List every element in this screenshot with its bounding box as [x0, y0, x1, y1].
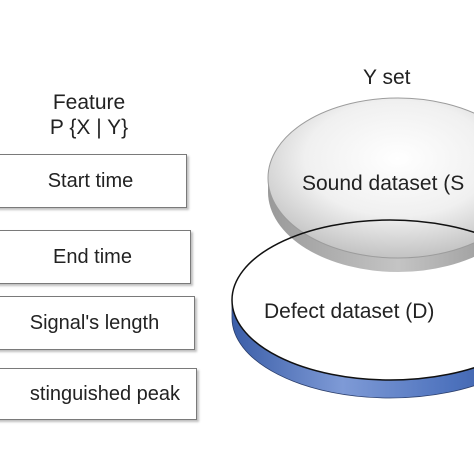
feature-box-label: Start time	[47, 170, 134, 192]
feature-box-end-time: End time	[0, 230, 191, 284]
feature-box-label: End time	[53, 246, 132, 268]
y-set-title: Y set	[363, 66, 411, 89]
feature-box-label: Signal's length	[29, 312, 160, 334]
feature-box-label: stinguished peak	[29, 383, 180, 405]
feature-subtitle: P {X | Y}	[49, 116, 129, 139]
sound-disk-top	[267, 97, 474, 259]
feature-box-start-time: Start time	[0, 154, 187, 208]
feature-box-distinguished-peak: stinguished peak	[0, 368, 197, 420]
defect-disk-top	[231, 219, 474, 381]
feature-header: Feature P {X | Y}	[14, 90, 164, 140]
feature-box-signal-length: Signal's length	[0, 296, 195, 350]
sound-dataset-label: Sound dataset (S	[302, 172, 464, 195]
defect-dataset-label: Defect dataset (D)	[264, 300, 434, 323]
feature-title: Feature	[52, 91, 126, 114]
